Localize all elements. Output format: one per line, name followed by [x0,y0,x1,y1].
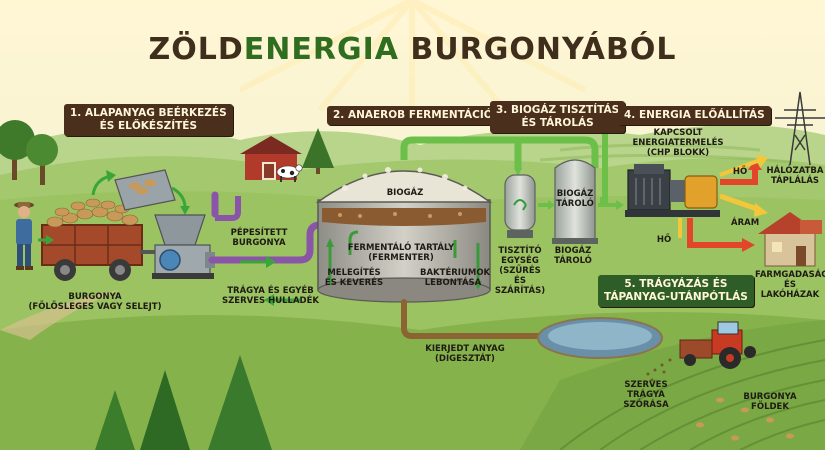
step-2-label: 2. ANAEROB FERMENTÁCIÓ [327,106,499,125]
heat-arrow [719,154,768,185]
step-3-label: 3. BIOGÁZ TISZTÍTÁS ÉS TÁROLÁS [490,101,626,133]
digester-tank [315,167,493,303]
label-power: ÁRAM [731,218,760,228]
label-heating-mixing: MELEGÍTÉS ÉS KEVERÉS [324,268,384,288]
label-fertilizer-spreading: SZERVES TRÁGYA SZÓRÁSA [623,380,669,410]
title-part-3: BURGONYÁBÓL [398,32,677,67]
label-farm-homes: FARMGADASÁG ÉS LAKÓHÁZAK [755,270,825,300]
label-storage: BIOGÁZ TÁROLÓ [554,246,592,266]
potato-hopper [114,169,176,211]
potato-trailer [41,198,155,281]
farmhouse [758,212,822,267]
label-purifier: TISZTÍTÓ EGYSÉG (SZŰRÉS ÉS SZÁRÍTÁS) [494,246,546,296]
gas-storage-silo [552,159,598,244]
gas-pipe [400,136,599,170]
label-manure-waste: TRÁGYA ÉS EGYÉB SZERVES HULLADÉK [222,286,319,306]
farmer [14,202,34,270]
label-fermenter: FERMENTÁLÓ TARTÁLY (FERMENTER) [347,243,455,263]
title-part-1: ZÖLD [148,32,244,67]
power-arrow [719,193,768,217]
step-1-label: 1. ALAPANYAG BEÉRKEZÉS ÉS ELŐKÉSZÍTÉS [64,104,233,136]
label-potatoes: BURGONYA (FÖLÖSLEGES VAGY SELEJT) [28,292,162,312]
tree [0,120,58,185]
pine-trees [95,355,272,450]
feed-pipe [208,191,324,264]
tree [302,128,334,174]
cow [276,164,303,182]
label-shredded-potatoes: PÉPESÍTETT BURGONYA [230,228,288,248]
digestate-lagoon [537,317,663,359]
label-heat-1: HŐ [732,167,748,177]
label-potato-fields: BURGONYA FÖLDEK [743,392,797,412]
label-heat-2: HŐ [656,235,672,245]
sun-rays [238,0,587,112]
purification-unit [504,174,536,238]
step-4-label: 4. ENERGIA ELŐÁLLÍTÁS [618,106,771,125]
tractor [679,321,756,369]
page-title: ZÖLDENERGIA BURGONYÁBÓL [0,32,825,67]
label-biogas-dome: BIOGÁZ [386,188,424,198]
flow-arrows [38,170,300,306]
label-bacteria: BAKTÉRIUMOK LEBONTÁSA [420,268,491,288]
chp-generator [625,164,720,217]
label-storage-silo: BIOGÁZ TÁROLÓ [556,189,594,209]
label-grid: HÁLÓZATBA TÁPLÁLÁS [766,166,824,186]
step-5-label: 5. TRÁGYÁZÁS ÉS TÁPANYAG-UTÁNPÓTLÁS [598,275,754,307]
label-chp: KAPCSOLT ENERGIATERMELÉS (CHP BLOKK) [632,128,724,158]
label-digestate: KIERJEDT ANYAG (DIGESZTÁT) [425,344,505,364]
heat-to-house-arrow [678,218,755,252]
title-part-2: ENERGIA [243,32,399,67]
power-pylon [775,91,825,166]
digestate-pipe [401,299,548,339]
field-potatoes [696,397,794,441]
